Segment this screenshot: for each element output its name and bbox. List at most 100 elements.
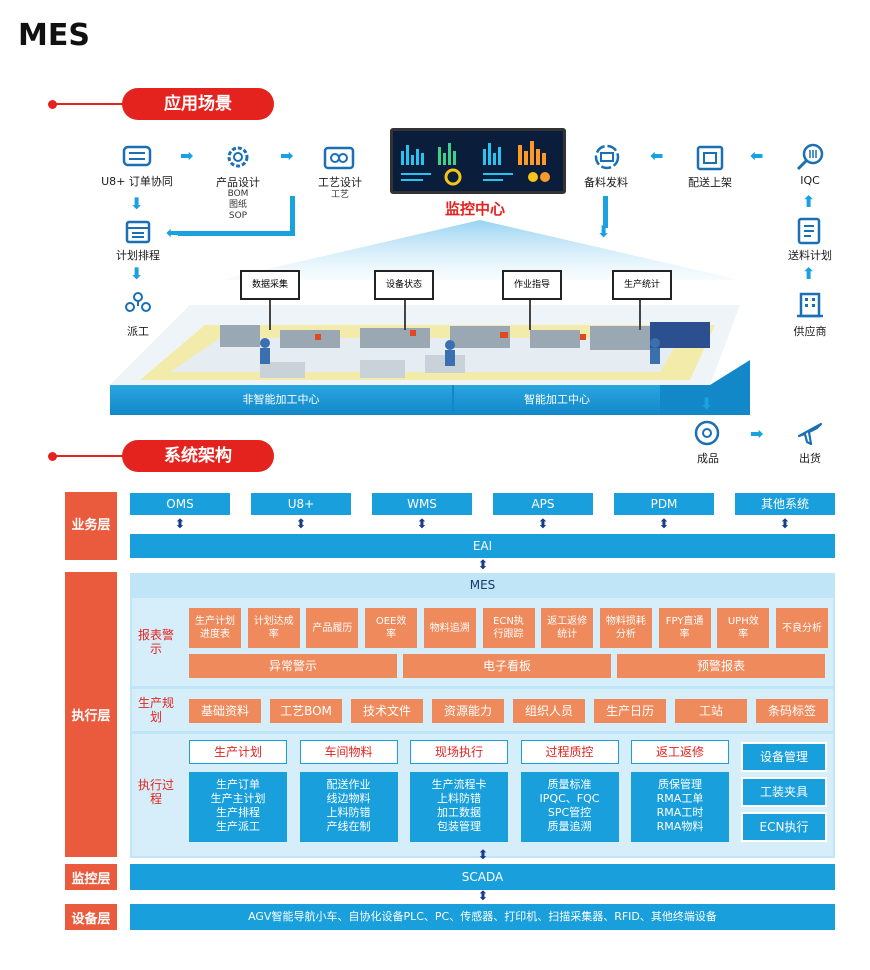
report-item: 物料追溯 xyxy=(423,608,476,648)
material-label: 备料发料 xyxy=(584,176,628,189)
list-icon xyxy=(795,216,825,250)
report-item: UPH效率 xyxy=(717,608,770,648)
device-bar: AGV智能导航小车、自协化设备PLC、PC、传感器、打印机、扫描采集器、RFID… xyxy=(130,904,835,930)
non-smart-center: 非智能加工中心 xyxy=(110,385,452,415)
process-design-label: 工艺设计 xyxy=(318,176,362,189)
process-list-item: 包装管理 xyxy=(437,820,481,833)
product-design-sub: BOM 图纸 SOP xyxy=(227,189,249,221)
arrow-up-icon: ⬆ xyxy=(802,264,816,283)
building-icon xyxy=(795,290,825,324)
tooling-fixture-button[interactable]: 工装夹具 xyxy=(741,777,827,807)
system-aps: APS xyxy=(493,493,593,515)
finished-label: 成品 xyxy=(697,452,719,465)
process-list-item: SPC管控 xyxy=(547,806,592,819)
report-item: 不良分析 xyxy=(776,608,828,648)
iqc-label: IQC xyxy=(800,174,820,187)
connector xyxy=(290,196,295,236)
product-icon xyxy=(692,418,722,452)
product-design-label: 产品设计 xyxy=(216,176,260,189)
system-pdm: PDM xyxy=(614,493,714,515)
mes-label: MES xyxy=(469,578,496,592)
process-group-list: 配送作业线边物料上料防错产线在制 xyxy=(299,772,398,842)
planning-label: 生产规划 xyxy=(138,696,175,724)
delivery-label: 配送上架 xyxy=(688,176,732,189)
layer-monitoring: 监控层 xyxy=(65,864,117,890)
planning-item: 工艺BOM xyxy=(270,699,342,723)
report-warning: 预警报表 xyxy=(617,654,825,678)
calendar-icon xyxy=(124,218,152,248)
monitor-glow xyxy=(180,220,780,280)
u8-label: U8+ 订单协同 xyxy=(101,175,173,188)
process-list-item: RMA工单 xyxy=(656,792,704,805)
report-item: 生产计划进度表 xyxy=(189,608,241,648)
process-list-item: 上料防错 xyxy=(437,792,481,805)
double-arrow-icon: ⬍ xyxy=(477,889,489,904)
section-line xyxy=(54,103,134,105)
process-group-list: 生产订单生产主计划生产排程生产派工 xyxy=(189,772,287,842)
system-u8: U8+ xyxy=(251,493,351,515)
magnifier-icon xyxy=(794,142,826,176)
planning-item: 组织人员 xyxy=(513,699,585,723)
monitor-label: 监控中心 xyxy=(444,200,505,218)
planning-item: 技术文件 xyxy=(351,699,423,723)
system-oms: OMS xyxy=(130,493,230,515)
process-list-item: 质保管理 xyxy=(658,778,702,791)
process-label: 执行过程 xyxy=(138,778,175,806)
report-item: 计划达成率 xyxy=(247,608,300,648)
station-data-collection: 数据采集 xyxy=(240,270,300,300)
shipping-label: 出货 xyxy=(799,452,821,465)
process-design-sub: 工艺 xyxy=(330,190,349,200)
report-exception-alert: 异常警示 xyxy=(189,654,397,678)
arrow-left-icon: ⬅ xyxy=(750,146,764,165)
process-group-header: 车间物料 xyxy=(299,740,398,764)
section-dot xyxy=(48,100,57,109)
delivery-icon xyxy=(695,144,725,176)
smart-center: 智能加工中心 xyxy=(454,385,660,415)
process-list-item: 质量追溯 xyxy=(547,820,592,833)
arrow-left-icon: ⬅ xyxy=(650,146,664,165)
arrow-down-icon: ⬇ xyxy=(597,222,611,241)
report-item: 物料损耗分析 xyxy=(599,608,652,648)
supplier-label: 供应商 xyxy=(793,325,827,338)
process-list-item: 生产主计划 xyxy=(210,792,266,805)
arrow-up-icon: ⬆ xyxy=(802,192,816,211)
process-group-header: 现场执行 xyxy=(410,740,508,764)
people-icon xyxy=(122,290,154,322)
equipment-management-button[interactable]: 设备管理 xyxy=(741,742,827,772)
u8-node xyxy=(112,142,162,174)
report-label: 报表警示 xyxy=(138,628,175,656)
connector xyxy=(178,231,295,236)
double-arrow-icon: ⬍ xyxy=(537,517,549,532)
ecn-execution-button[interactable]: ECN执行 xyxy=(741,812,827,842)
double-arrow-icon: ⬍ xyxy=(779,517,791,532)
report-item: OEE效率 xyxy=(365,608,418,648)
process-list-item: 生产流程卡 xyxy=(431,778,487,791)
system-wms: WMS xyxy=(372,493,472,515)
arrow-right-icon: ➡ xyxy=(180,146,194,165)
double-arrow-icon: ⬍ xyxy=(295,517,307,532)
planning-item: 工站 xyxy=(675,699,747,723)
page-title: MES xyxy=(18,18,90,53)
plan-label: 计划排程 xyxy=(116,249,160,262)
process-list-item: 配送作业 xyxy=(326,778,371,791)
arrow-right-icon: ➡ xyxy=(750,424,764,443)
process-list-item: RMA物料 xyxy=(656,820,704,833)
double-arrow-icon: ⬍ xyxy=(416,517,428,532)
double-arrow-icon: ⬍ xyxy=(477,848,489,863)
order-icon xyxy=(122,145,152,167)
section-header-architecture: 系统架构 xyxy=(122,440,274,472)
arrow-left-icon: ⬅ xyxy=(166,223,180,242)
process-list-item: 加工数据 xyxy=(437,806,481,819)
station-production-stats: 生产统计 xyxy=(612,270,672,300)
system-other: 其他系统 xyxy=(735,493,835,515)
report-item: 返工返修统计 xyxy=(541,608,594,648)
planning-item: 基础资料 xyxy=(189,699,261,723)
process-list-item: 生产派工 xyxy=(216,820,260,833)
planning-item: 生产日历 xyxy=(594,699,666,723)
connector xyxy=(603,196,608,228)
process-list-item: 质量标准 xyxy=(547,778,592,791)
double-arrow-icon: ⬍ xyxy=(174,517,186,532)
